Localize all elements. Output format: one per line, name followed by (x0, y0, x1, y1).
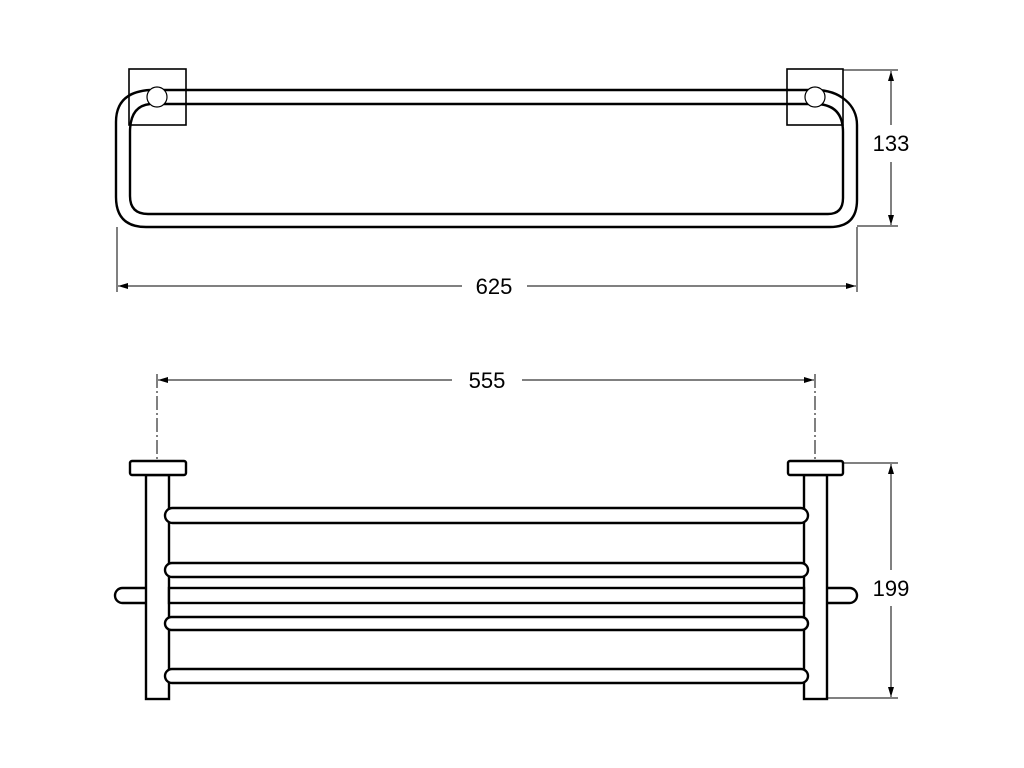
left-joint (146, 86, 168, 108)
shelf-bar (163, 667, 810, 685)
depth-dimension-label: 133 (873, 131, 910, 156)
right-post (802, 473, 829, 701)
shelf-bar (167, 586, 806, 605)
outer-tube-outline (114, 88, 859, 229)
right-joint (804, 86, 826, 108)
inner-tube-outline (128, 102, 845, 216)
height-dimension-label: 199 (873, 576, 910, 601)
shelf-bar (163, 615, 810, 632)
shelf-bar (163, 506, 810, 525)
top-view: 625 133 (114, 68, 910, 299)
left-post (144, 473, 171, 701)
shelf-bar (163, 561, 810, 579)
mount-spacing-label: 555 (469, 368, 506, 393)
right-flange (786, 459, 845, 477)
left-flange (128, 459, 188, 477)
width-dimension-label: 625 (476, 274, 513, 299)
front-view: 555 199 (113, 368, 910, 701)
